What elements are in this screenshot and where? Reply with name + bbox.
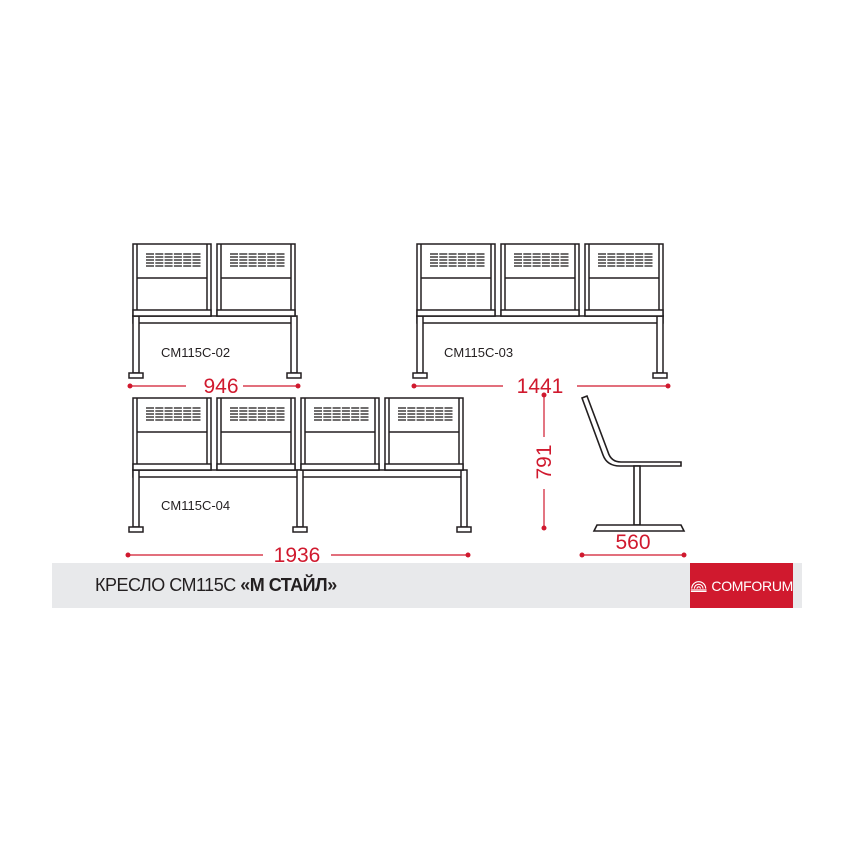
dimension-dot [465, 552, 471, 558]
seat-frame [132, 397, 212, 471]
bench-beam [132, 315, 296, 324]
bench-foot [412, 372, 428, 379]
title-name: «М СТАЙЛ» [240, 575, 337, 595]
seat-rail [384, 463, 464, 471]
seat-module [384, 397, 464, 471]
seat-frame [300, 397, 380, 471]
logo-text: COMFORUM [711, 577, 793, 594]
bench-beam [416, 315, 664, 324]
bench-foot [652, 372, 668, 379]
seat-frame [132, 243, 212, 317]
seat-rail [216, 463, 296, 471]
bench-foot [286, 372, 302, 379]
seat-rail [132, 309, 212, 317]
dimension-dot [541, 392, 547, 398]
bench-leg [416, 315, 424, 374]
seat-rail [216, 309, 296, 317]
bench-foot [128, 372, 144, 379]
dimension-dot [411, 383, 417, 389]
bench-leg [132, 469, 140, 528]
model-label-04: CM115C-04 [161, 498, 230, 513]
seat-module [216, 397, 296, 471]
seat-frame [384, 397, 464, 471]
dimension-width-04: 1936 [274, 544, 321, 567]
dimension-line-1441 [411, 383, 671, 389]
bench-leg [132, 315, 140, 374]
title-prefix: КРЕСЛО СМ115С [95, 575, 241, 595]
bench-foot [292, 526, 308, 533]
dimension-line-1936 [125, 552, 471, 558]
seat-module [416, 243, 496, 317]
seat-rail [300, 463, 380, 471]
bench-cm115c-03 [412, 243, 668, 379]
dimension-width-02: 946 [203, 375, 238, 398]
dimension-line-791 [541, 392, 547, 531]
dimension-dot [681, 552, 687, 558]
dimension-depth: 560 [615, 531, 650, 554]
seat-frame [500, 243, 580, 317]
dimension-dot [579, 552, 585, 558]
seat-rail [500, 309, 580, 317]
dimension-dot [125, 552, 131, 558]
dimension-dot [127, 383, 133, 389]
seat-module [584, 243, 664, 317]
bench-leg [460, 469, 468, 528]
bench-cm115c-02 [128, 243, 302, 379]
seat-module [132, 397, 212, 471]
seat-module [216, 243, 296, 317]
dimension-dot [295, 383, 301, 389]
bench-leg [290, 315, 298, 374]
dimension-height: 791 [533, 444, 556, 479]
bench-leg [296, 469, 304, 528]
bench-cm115c-04 [128, 397, 472, 533]
seat-frame [416, 243, 496, 317]
seat-rail [416, 309, 496, 317]
seat-module [500, 243, 580, 317]
dimension-dot [541, 525, 547, 531]
seat-rail [132, 463, 212, 471]
side-view-chair [580, 394, 686, 532]
chair-post [633, 465, 641, 526]
dimension-dot [665, 383, 671, 389]
model-label-03: CM115C-03 [444, 345, 513, 360]
chair-base [592, 524, 686, 532]
brand-logo: COMFORUM [690, 563, 793, 608]
title-bar: КРЕСЛО СМ115С «М СТАЙЛ» COMFORUM [52, 563, 802, 608]
seat-module [132, 243, 212, 317]
bench-foot [128, 526, 144, 533]
model-label-02: CM115C-02 [161, 345, 230, 360]
seat-frame [216, 397, 296, 471]
dimension-line-560 [579, 552, 687, 558]
seat-frame [584, 243, 664, 317]
logo-arc-icon [690, 580, 707, 592]
bench-foot [456, 526, 472, 533]
dimension-width-03: 1441 [517, 375, 564, 398]
chair-back-seat-profile [580, 394, 682, 467]
product-title: КРЕСЛО СМ115С «М СТАЙЛ» [95, 575, 337, 596]
seat-rail [584, 309, 664, 317]
seat-frame [216, 243, 296, 317]
dimension-line-946 [127, 383, 301, 389]
seat-module [300, 397, 380, 471]
bench-leg [656, 315, 664, 374]
